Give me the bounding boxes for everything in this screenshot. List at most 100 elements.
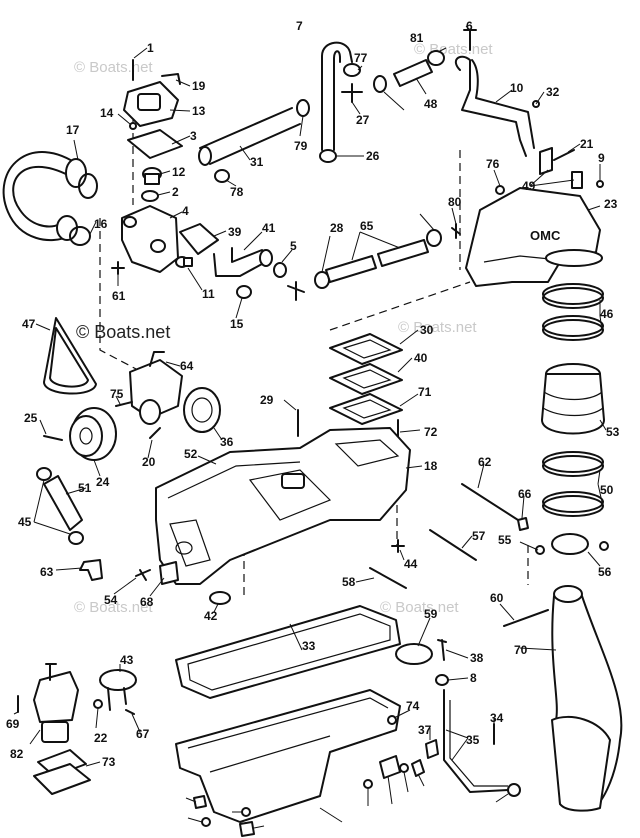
callout-number: 82: [10, 747, 24, 761]
part-clamp-10: [542, 491, 604, 517]
callout-number: 7: [296, 19, 303, 33]
part-clamp-75: [36, 467, 52, 481]
callout-number: 78: [230, 185, 244, 199]
part-oil-pan-gasket-68: [175, 605, 401, 699]
part-plug-24: [209, 591, 231, 605]
part-exhaust-manifold-40: [155, 427, 411, 585]
callout-number: 21: [580, 137, 594, 151]
part-plug-70: [387, 715, 397, 725]
part-screw-61: [111, 261, 125, 275]
part-gasket-9: [329, 393, 403, 425]
callout-number: 66: [518, 487, 532, 501]
part-clamp-41: [214, 169, 230, 183]
callout-number: 77: [354, 51, 368, 65]
part-clip-19: [161, 73, 181, 85]
part-gasket-3: [127, 129, 183, 159]
callout-number: 70: [514, 643, 528, 657]
callout-number: 54: [104, 593, 118, 607]
part-hose-17: [2, 151, 87, 242]
callout-number: 5: [290, 239, 297, 253]
part-hose-18: [43, 475, 83, 531]
part-nut-27: [532, 100, 540, 108]
part-plate-66: [551, 533, 589, 555]
part-connector-15: [427, 50, 445, 66]
callout-number: 24: [96, 475, 110, 489]
callout-number: 76: [486, 157, 500, 171]
part-bracket-20: [159, 561, 179, 585]
part-bolt-51: [369, 567, 407, 589]
callout-number: 36: [220, 435, 234, 449]
part-tee-5: [287, 281, 305, 301]
callout-number: 26: [366, 149, 380, 163]
part-washer-14: [129, 122, 137, 130]
part-exhaust-pipe-54: [551, 585, 623, 812]
part-elbow-25: [79, 559, 103, 581]
part-nut-62: [599, 541, 609, 551]
callout-number: 46: [600, 307, 614, 321]
part-hose-79-upper: [321, 41, 353, 151]
callout-number: 80: [448, 195, 462, 209]
part-dipstick-tube-38: [443, 689, 509, 793]
part-gasket-50: [183, 387, 221, 433]
part-thermostat-12: [142, 167, 162, 185]
watermark: © Boats.net: [380, 599, 459, 616]
part-tee-5: [341, 83, 363, 103]
callout-number: 57: [472, 529, 486, 543]
part-bolt-46: [115, 401, 133, 407]
part-plug-6: [451, 223, 461, 239]
callout-number: 52: [184, 447, 198, 461]
part-clamp-75: [68, 531, 84, 545]
callout-number: 34: [490, 711, 504, 725]
part-adapter-43: [379, 755, 401, 779]
part-oil-pump-59: [33, 663, 79, 743]
callout-number: 40: [414, 351, 428, 365]
part-ring-45: [395, 643, 433, 665]
callout-number: 64: [180, 359, 194, 373]
callout-number: 20: [142, 455, 156, 469]
part-hose-31-lower: [213, 247, 273, 277]
part-bolt-53: [43, 435, 63, 441]
callout-number: 27: [356, 113, 370, 127]
callout-number: 47: [22, 317, 36, 331]
callout-number: 58: [342, 575, 356, 589]
callout-number: 17: [66, 123, 80, 137]
callout-number: 65: [360, 219, 374, 233]
callout-number: 29: [260, 393, 274, 407]
part-clamp-10: [542, 451, 604, 477]
part-clamp-10: [542, 283, 604, 309]
part-exhaust-elbow-48: OMC: [465, 187, 603, 287]
callout-number: 48: [424, 97, 438, 111]
omc-logo: OMC: [530, 228, 561, 243]
callout-number: 59: [424, 607, 438, 621]
part-seal-2: [141, 190, 159, 202]
callout-number: 69: [6, 717, 20, 731]
callout-number: 33: [302, 639, 316, 653]
callout-number: 2: [172, 185, 179, 199]
callout-number: 3: [190, 129, 197, 143]
callout-number: 38: [470, 651, 484, 665]
callout-number: 73: [102, 755, 116, 769]
watermark: © Boats.net: [74, 599, 153, 616]
callout-number: 13: [192, 104, 206, 118]
callout-number: 72: [424, 425, 438, 439]
part-washer-56: [93, 699, 103, 709]
callout-number: 18: [424, 459, 438, 473]
part-washer-81: [495, 185, 505, 195]
callout-number: 67: [136, 727, 150, 741]
callout-number: 32: [546, 85, 560, 99]
part-belt-21: [43, 317, 97, 395]
callout-number: 14: [100, 106, 114, 120]
part-bolt-73: [193, 795, 207, 809]
part-thermostat-housing-4: [121, 205, 179, 273]
part-gasket-39: [179, 223, 219, 255]
callout-number: 11: [202, 287, 215, 301]
part-bolt-71: [461, 483, 519, 521]
part-belt-21: [49, 327, 89, 388]
callout-number: 45: [18, 515, 32, 529]
callout-number: 74: [406, 699, 420, 713]
callout-number: 61: [112, 289, 126, 303]
callout-number: 49: [522, 179, 536, 193]
part-water-pump-49: [129, 351, 183, 425]
callout-number: 42: [204, 609, 218, 623]
